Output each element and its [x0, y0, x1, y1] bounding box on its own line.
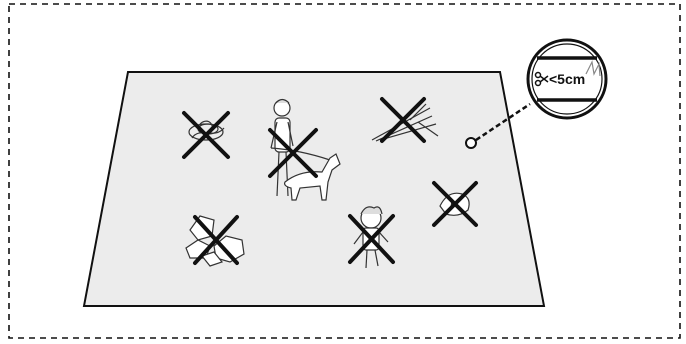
cutting-height-callout: <5cm [528, 40, 606, 118]
lawn-area [84, 72, 544, 306]
cutting-height-label: <5cm [549, 71, 585, 87]
